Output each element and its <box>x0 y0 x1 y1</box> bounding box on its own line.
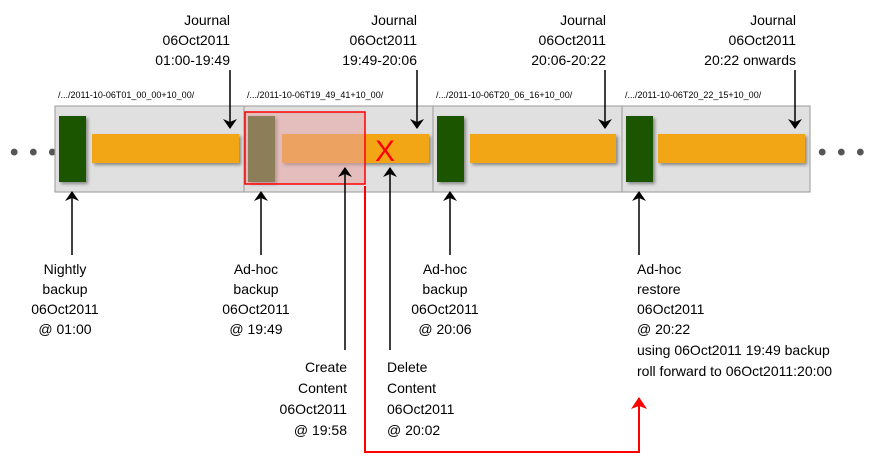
backup-block-4 <box>626 116 653 182</box>
ellipsis-right: • • • <box>818 139 867 166</box>
delete-mark-icon: X <box>375 135 395 168</box>
journal-bar-1 <box>92 134 239 163</box>
journal-label-3: Journal 06Oct2011 20:06-20:22 <box>531 12 606 68</box>
svg-text:backup: backup <box>42 281 87 297</box>
svg-text:Content: Content <box>298 380 347 396</box>
svg-text:@ 01:00: @ 01:00 <box>38 321 91 337</box>
path-label-1: /.../2011-10-06T01_00_00+10_00/ <box>58 90 195 100</box>
discarded-region <box>244 111 366 185</box>
svg-text:backup: backup <box>422 281 467 297</box>
event-label-delete-content: Delete Content 06Oct2011 @ 20:02 <box>387 359 455 438</box>
event-label-adhoc-backup-1949: Ad-hoc backup 06Oct2011 @ 19:49 <box>222 261 290 337</box>
journal-label-4: Journal 06Oct2011 20:22 onwards <box>704 12 796 68</box>
svg-text:06Oct2011: 06Oct2011 <box>411 301 479 317</box>
svg-text:@ 20:22: @ 20:22 <box>637 321 690 337</box>
svg-text:Ad-hoc: Ad-hoc <box>234 261 278 277</box>
svg-text:Journal: Journal <box>560 12 606 28</box>
svg-text:06Oct2011: 06Oct2011 <box>163 32 231 48</box>
journal-bar-4 <box>658 134 805 163</box>
backup-block-3 <box>437 116 464 182</box>
svg-text:backup: backup <box>233 281 278 297</box>
ellipsis-left: • • • <box>10 139 59 166</box>
svg-text:06Oct2011: 06Oct2011 <box>280 401 348 417</box>
svg-text:Content: Content <box>387 380 436 396</box>
svg-text:Ad-hoc: Ad-hoc <box>423 261 467 277</box>
svg-text:Journal: Journal <box>750 12 796 28</box>
svg-text:06Oct2011: 06Oct2011 <box>539 32 607 48</box>
svg-text:19:49-20:06: 19:49-20:06 <box>342 52 417 68</box>
restore-path-line <box>364 186 647 453</box>
svg-text:Create: Create <box>305 359 347 375</box>
path-label-4: /.../2011-10-06T20_22_15+10_00/ <box>625 90 762 100</box>
event-label-nightly-backup: Nightly backup 06Oct2011 @ 01:00 <box>31 261 99 337</box>
svg-text:@ 20:06: @ 20:06 <box>418 321 471 337</box>
svg-text:Ad-hoc: Ad-hoc <box>637 261 681 277</box>
svg-text:Journal: Journal <box>184 12 230 28</box>
svg-text:@ 19:49: @ 19:49 <box>229 321 282 337</box>
path-label-3: /.../2011-10-06T20_06_16+10_00/ <box>436 90 573 100</box>
svg-text:Nightly: Nightly <box>44 261 87 277</box>
svg-text:06Oct2011: 06Oct2011 <box>222 301 290 317</box>
svg-text:roll forward to 06Oct2011:20:0: roll forward to 06Oct2011:20:00 <box>637 363 832 379</box>
journal-bar-3 <box>470 134 616 163</box>
svg-text:restore: restore <box>637 281 681 297</box>
journal-label-2: Journal 06Oct2011 19:49-20:06 <box>342 12 417 68</box>
svg-text:01:00-19:49: 01:00-19:49 <box>155 52 230 68</box>
svg-text:@ 20:02: @ 20:02 <box>387 422 440 438</box>
svg-text:20:06-20:22: 20:06-20:22 <box>531 52 606 68</box>
svg-text:06Oct2011: 06Oct2011 <box>387 401 455 417</box>
svg-text:06Oct2011: 06Oct2011 <box>350 32 418 48</box>
svg-text:Delete: Delete <box>387 359 428 375</box>
svg-text:Journal: Journal <box>371 12 417 28</box>
svg-text:06Oct2011: 06Oct2011 <box>729 32 797 48</box>
svg-text:06Oct2011: 06Oct2011 <box>31 301 99 317</box>
svg-text:20:22 onwards: 20:22 onwards <box>704 52 796 68</box>
event-label-adhoc-restore: Ad-hoc restore 06Oct2011 @ 20:22 using 0… <box>637 261 832 379</box>
path-label-2: /.../2011-10-06T19_49_41+10_00/ <box>247 90 384 100</box>
journal-label-1: Journal 06Oct2011 01:00-19:49 <box>155 12 230 68</box>
svg-text:@ 19:58: @ 19:58 <box>294 422 347 438</box>
svg-text:using 06Oct2011 19:49 backup: using 06Oct2011 19:49 backup <box>637 342 830 358</box>
svg-text:06Oct2011: 06Oct2011 <box>637 301 705 317</box>
event-label-create-content: Create Content 06Oct2011 @ 19:58 <box>280 359 348 438</box>
event-label-adhoc-backup-2006: Ad-hoc backup 06Oct2011 @ 20:06 <box>411 261 479 337</box>
backup-block-1 <box>59 116 86 182</box>
